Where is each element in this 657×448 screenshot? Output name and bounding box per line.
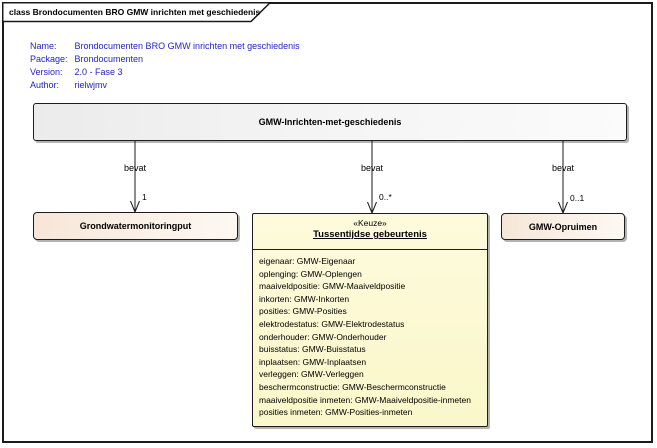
- attribute-row: inplaatsen: GMW-Inplaatsen: [259, 356, 367, 367]
- attribute-row: beschermconstructie: GMW-Beschermconstru…: [259, 381, 446, 392]
- class-grondwatermonitoringput[interactable]: Grondwatermonitoringput: [33, 212, 238, 240]
- metadata-row-author: Author: rielwjmv: [30, 79, 300, 92]
- metadata-version-value: 2.0 - Fase 3: [74, 67, 123, 77]
- attribute-row: inkorten: GMW-Inkorten: [259, 293, 350, 304]
- metadata-version-label: Version:: [30, 67, 63, 77]
- choice-attributes-list: eigenaar: GMW-Eigenaar oplenging: GMW-Op…: [253, 250, 487, 419]
- attribute-row: elektrodestatus: GMW-Elektrodestatus: [259, 318, 405, 329]
- choice-class-name: Tussentijdse gebeurtenis: [313, 229, 427, 240]
- connector-middle-label: bevat: [360, 163, 384, 173]
- class-gmw-opruimen[interactable]: GMW-Opruimen: [501, 213, 625, 240]
- class-grondwatermonitoringput-label: Grondwatermonitoringput: [79, 221, 192, 231]
- metadata-package-value: Brondocumenten: [74, 54, 144, 64]
- attribute-row: maaiveldpositie: GMW-Maaiveldpositie: [259, 281, 406, 292]
- connector-left-label: bevat: [123, 163, 147, 173]
- attribute-row: verleggen: GMW-Verleggen: [259, 369, 364, 380]
- metadata-name-label: Name:: [30, 41, 57, 51]
- class-tussentijdse-gebeurtenis[interactable]: «Keuze» Tussentijdse gebeurtenis eigenaa…: [252, 213, 488, 427]
- choice-header: «Keuze» Tussentijdse gebeurtenis: [253, 214, 487, 250]
- connector-right-label: bevat: [551, 163, 575, 173]
- attribute-row: buisstatus: GMW-Buisstatus: [259, 344, 366, 355]
- connector-right-multiplicity: 0..1: [570, 193, 585, 203]
- connector-right-line: [558, 141, 568, 215]
- diagram-frame: [2, 2, 653, 443]
- metadata-row-package: Package: Brondocumenten: [30, 53, 300, 66]
- metadata-package-label: Package:: [30, 54, 68, 64]
- class-gmw-inrichten-met-geschiedenis[interactable]: GMW-Inrichten-met-geschiedenis: [33, 103, 627, 141]
- attribute-row: posities: GMW-Posities: [259, 306, 347, 317]
- metadata-row-version: Version: 2.0 - Fase 3: [30, 66, 300, 79]
- connector-middle-line: [367, 141, 377, 215]
- attribute-row: oplenging: GMW-Oplengen: [259, 268, 362, 279]
- attribute-row: posities inmeten: GMW-Posities-inmeten: [259, 407, 413, 418]
- metadata-row-name: Name: Brondocumenten BRO GMW inrichten m…: [30, 40, 300, 53]
- frame-title: class Brondocumenten BRO GMW inrichten m…: [9, 7, 261, 17]
- diagram-metadata: Name: Brondocumenten BRO GMW inrichten m…: [30, 40, 300, 92]
- class-gmw-inrichten-label: GMW-Inrichten-met-geschiedenis: [258, 117, 402, 127]
- stereotype-keuze: «Keuze»: [353, 218, 387, 228]
- attribute-row: onderhouder: GMW-Onderhouder: [259, 331, 387, 342]
- attribute-row: eigenaar: GMW-Eigenaar: [259, 256, 356, 266]
- connector-left-line: [130, 141, 140, 214]
- class-gmw-opruimen-label: GMW-Opruimen: [528, 221, 598, 232]
- metadata-author-value: rielwjmv: [74, 80, 108, 90]
- connector-middle-multiplicity: 0..*: [379, 192, 392, 202]
- metadata-name-value: Brondocumenten BRO GMW inrichten met ges…: [74, 41, 300, 51]
- connector-left-multiplicity: 1: [142, 192, 147, 202]
- frame-title-tab: [2, 2, 272, 23]
- metadata-author-label: Author:: [30, 80, 60, 90]
- attribute-row: maaiveldpositie inmeten: GMW-Maaiveldpos…: [259, 394, 471, 405]
